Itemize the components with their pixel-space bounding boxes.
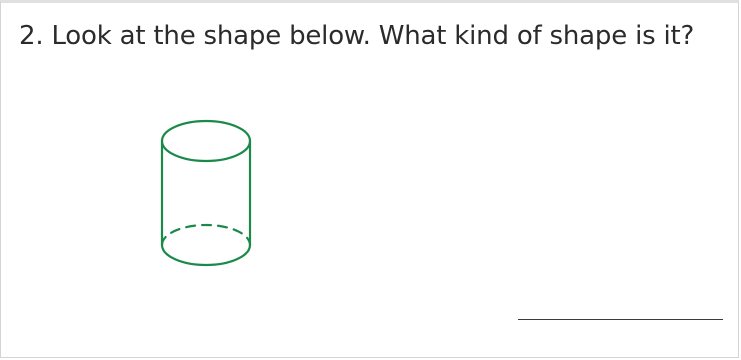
cylinder-icon bbox=[160, 119, 252, 267]
cylinder-bottom-front-arc bbox=[160, 243, 252, 267]
question-text: 2. Look at the shape below. What kind of… bbox=[19, 21, 695, 51]
cylinder-top-ellipse bbox=[160, 119, 252, 163]
answer-blank-line[interactable] bbox=[518, 319, 723, 320]
cylinder-bottom-back-arc bbox=[160, 223, 252, 247]
